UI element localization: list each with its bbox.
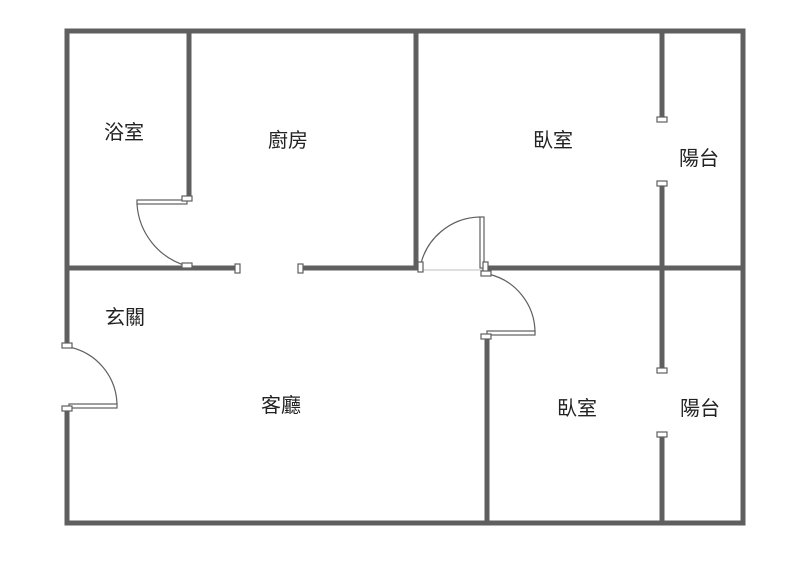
- label-bedroom-bottom: 臥室: [557, 396, 597, 420]
- door-bedroom-top-swing-arc: [419, 216, 481, 269]
- opening-balcony-bottom: [656, 367, 668, 438]
- label-kitchen: 廚房: [268, 128, 308, 152]
- label-entrance: 玄關: [105, 305, 145, 329]
- door-bathroom-jamb-bottom: [181, 262, 193, 269]
- door-entrance-swing-arc: [68, 346, 118, 405]
- door-bathroom-jamb-top: [181, 195, 193, 202]
- label-bathroom: 浴室: [104, 120, 144, 144]
- label-balcony-bottom: 陽台: [680, 396, 720, 420]
- door-bedroom-bottom-jamb-top: [480, 270, 492, 277]
- doors: [61, 116, 668, 438]
- door-entrance-jamb-bottom: [61, 405, 73, 412]
- opening-balcony-bottom-jamb-upper: [656, 367, 668, 374]
- opening-kitchen: [234, 263, 304, 274]
- door-bathroom-leaf: [136, 199, 188, 205]
- door-bedroom-bottom-swing-arc: [487, 273, 536, 334]
- door-bathroom: [136, 195, 193, 269]
- door-bedroom-bottom: [480, 270, 536, 340]
- opening-balcony-top-jamb-lower: [656, 180, 668, 187]
- outer-walls: [64, 28, 746, 526]
- opening-kitchen-jamb-right: [297, 263, 304, 274]
- door-bedroom-top-jamb-left: [417, 261, 424, 273]
- door-bedroom-bottom-leaf: [486, 330, 536, 336]
- door-bathroom-swing-arc: [136, 203, 188, 267]
- opening-kitchen-jamb-left: [234, 263, 241, 274]
- door-bedroom-bottom-jamb-bottom: [480, 333, 492, 340]
- door-bedroom-top: [417, 216, 489, 273]
- door-bedroom-top-leaf: [479, 216, 485, 269]
- opening-balcony-top-jamb-upper: [656, 116, 668, 123]
- opening-balcony-top: [656, 116, 668, 187]
- opening-balcony-bottom-jamb-lower: [656, 431, 668, 438]
- door-entrance: [61, 342, 118, 412]
- room-labels: 浴室 廚房 臥室 陽台 玄關 客廳 臥室 陽台: [104, 120, 720, 420]
- door-entrance-leaf: [68, 403, 118, 409]
- label-living-room: 客廳: [261, 393, 301, 417]
- interior-walls: [64, 28, 746, 526]
- label-balcony-top: 陽台: [679, 146, 719, 170]
- door-entrance-jamb-top: [61, 342, 73, 349]
- label-bedroom-top: 臥室: [533, 128, 573, 152]
